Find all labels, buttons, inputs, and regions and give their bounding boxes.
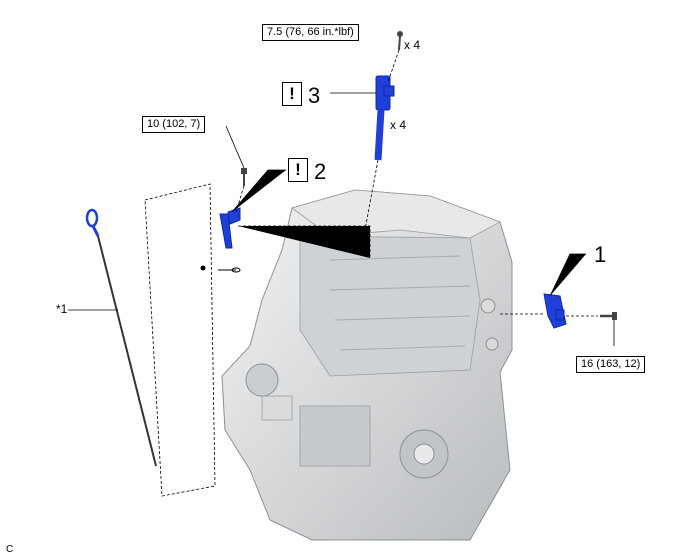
coil-bolt: [397, 31, 403, 51]
qty-coil-bolt: x 4: [404, 38, 421, 52]
callout-star1: *1: [56, 302, 68, 316]
torque-bracket-bolt: 10 (102, 7): [142, 116, 206, 133]
coil-bolt-dash: [387, 49, 400, 83]
engine-block: [221, 189, 513, 541]
item2-leader: [231, 169, 286, 213]
item1-leader: [549, 253, 586, 297]
torque-coil-bolt: 7.5 (76, 66 in.*lbf): [262, 24, 359, 41]
warning-icon: !: [282, 82, 302, 106]
bracket-torque-leader: [225, 125, 245, 169]
o-ring: [200, 265, 241, 273]
callout-2: 2: [314, 159, 327, 184]
oil-dipstick: [85, 208, 157, 467]
dipstick-guide-bolt: [241, 168, 247, 186]
dipstick-outline: [144, 183, 216, 497]
dipstick-guide-bracket: [219, 207, 241, 249]
figure-code: C: [6, 544, 14, 555]
bracket-dash: [238, 225, 371, 258]
coil-dash: [361, 159, 379, 247]
warning-icon: !: [288, 158, 308, 182]
side-bracket: [543, 293, 567, 329]
side-bolt: [600, 312, 617, 320]
torque-side-bolt: 16 (163, 12): [576, 356, 646, 373]
callout-3: 3: [308, 83, 321, 108]
callout-1: 1: [594, 242, 607, 267]
qty-coil: x 4: [390, 118, 407, 132]
